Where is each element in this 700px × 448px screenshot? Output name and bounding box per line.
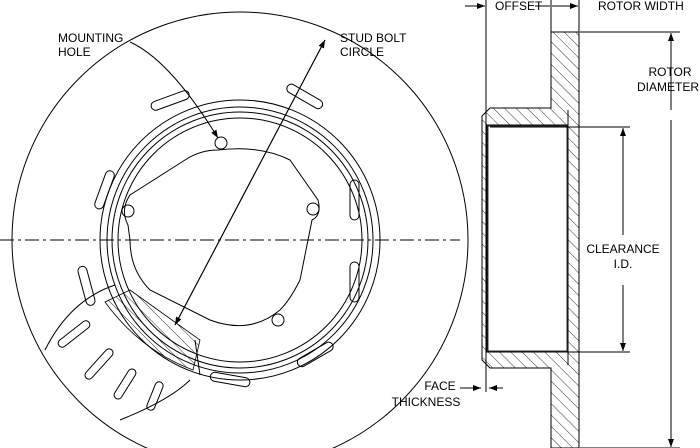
mounting-hole bbox=[306, 202, 320, 216]
mounting-hole-leader bbox=[129, 41, 219, 139]
rotor-diameter-label: DIAMETER bbox=[637, 80, 699, 94]
clearance-id-label: I.D. bbox=[614, 257, 633, 271]
rotor-section-view bbox=[460, 0, 680, 448]
mounting-hole bbox=[121, 204, 135, 218]
rotor-outer-edge bbox=[11, 11, 469, 448]
face-thickness-label: FACE bbox=[424, 379, 455, 393]
offset-label: OFFSET bbox=[495, 0, 543, 13]
cooling-slots bbox=[77, 83, 360, 388]
rotor-front-view bbox=[0, 11, 469, 448]
face-thickness-label: THICKNESS bbox=[392, 395, 461, 409]
mounting-hole-label: HOLE bbox=[58, 45, 91, 59]
mounting-hole bbox=[271, 313, 285, 327]
hat-interior bbox=[487, 125, 568, 352]
rotor-width-label: ROTOR WIDTH bbox=[598, 0, 684, 13]
hub-opening bbox=[124, 148, 320, 327]
mounting-hole bbox=[214, 136, 228, 150]
clearance-id-label: CLEARANCE bbox=[586, 242, 659, 256]
stud-bolt-circle-label: CIRCLE bbox=[340, 45, 384, 59]
mounting-hole-label: MOUNTING bbox=[58, 31, 123, 45]
section-cutaway bbox=[44, 284, 201, 421]
rotor-diameter-label: ROTOR bbox=[648, 65, 691, 79]
stud-bolt-circle-leader bbox=[174, 39, 326, 326]
stud-bolt-circle-label: STUD BOLT bbox=[340, 31, 407, 45]
